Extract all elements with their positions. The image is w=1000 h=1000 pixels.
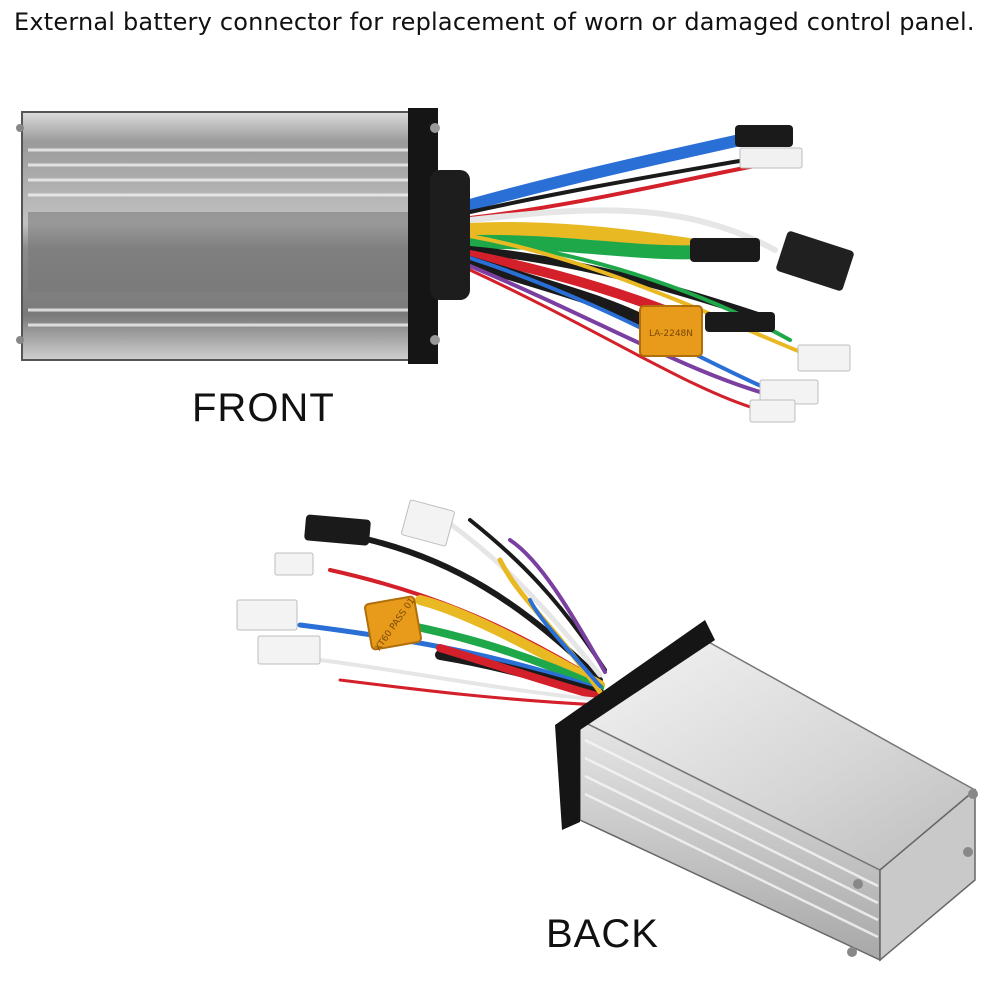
caption: External battery connector for replaceme…: [14, 8, 975, 36]
back-end-cap: [555, 620, 715, 830]
back-controller: XT60 PASS 01: [236, 499, 978, 962]
back-label: BACK: [546, 912, 659, 956]
back-connectors: XT60 PASS 01: [236, 499, 455, 665]
front-connectors: LA-2248N: [639, 125, 854, 423]
back-xt60-connector: [364, 595, 422, 651]
front-xt60-mark: LA-2248N: [649, 329, 693, 339]
front-xt60-connector: [639, 305, 703, 357]
front-label: FRONT: [192, 386, 335, 430]
front-controller: LA-2248N: [16, 108, 854, 423]
front-wire-bundle: [463, 134, 822, 412]
back-wire-bundle: [297, 517, 607, 707]
